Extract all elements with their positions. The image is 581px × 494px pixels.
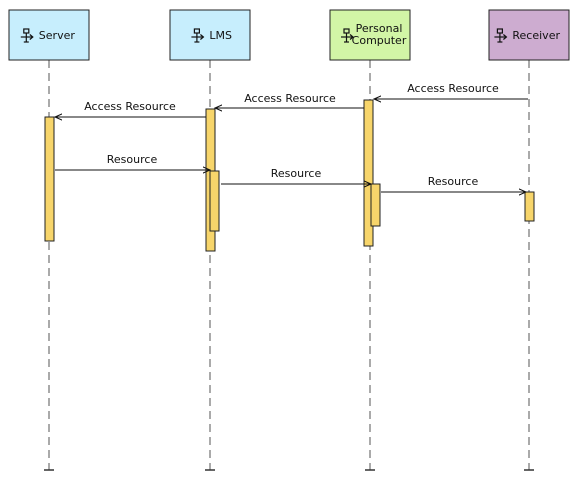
participant-receiver[interactable]: Receiver xyxy=(488,9,570,61)
participant-label: LMS xyxy=(209,29,232,42)
participant-server[interactable]: Server xyxy=(8,9,90,61)
message-label: Resource xyxy=(428,175,479,188)
message-2[interactable]: Access Resource xyxy=(215,92,364,108)
component-icon xyxy=(494,28,508,43)
message-5[interactable]: Resource xyxy=(221,167,371,184)
participant-label: Personal xyxy=(356,22,403,35)
message-6[interactable]: Resource xyxy=(381,175,526,192)
message-3[interactable]: Access Resource xyxy=(55,100,206,117)
activation-bar-pc-outer[interactable] xyxy=(363,99,374,247)
participant-box[interactable] xyxy=(8,9,90,61)
message-label: Resource xyxy=(271,167,322,180)
activation-bar-lms-inner[interactable] xyxy=(209,170,220,232)
message-1[interactable]: Access Resource xyxy=(374,82,528,99)
component-icon xyxy=(191,28,205,43)
message-label: Access Resource xyxy=(244,92,336,105)
activation-bar-pc-inner[interactable] xyxy=(370,183,381,227)
message-label: Access Resource xyxy=(84,100,176,113)
message-label: Resource xyxy=(107,153,158,166)
activation-bar-receiver[interactable] xyxy=(524,191,535,222)
participant-lms[interactable]: LMS xyxy=(169,9,251,61)
message-label: Access Resource xyxy=(407,82,499,95)
participant-box[interactable] xyxy=(329,9,411,61)
component-icon xyxy=(20,28,34,43)
message-4[interactable]: Resource xyxy=(55,153,210,170)
activation-bar-server[interactable] xyxy=(44,116,55,242)
participant-label: Receiver xyxy=(512,29,560,42)
participant-label: Computer xyxy=(352,34,407,47)
participant-box[interactable] xyxy=(169,9,251,61)
component-icon xyxy=(341,28,354,43)
participant-box[interactable] xyxy=(488,9,570,61)
participant-label: Server xyxy=(39,29,76,42)
